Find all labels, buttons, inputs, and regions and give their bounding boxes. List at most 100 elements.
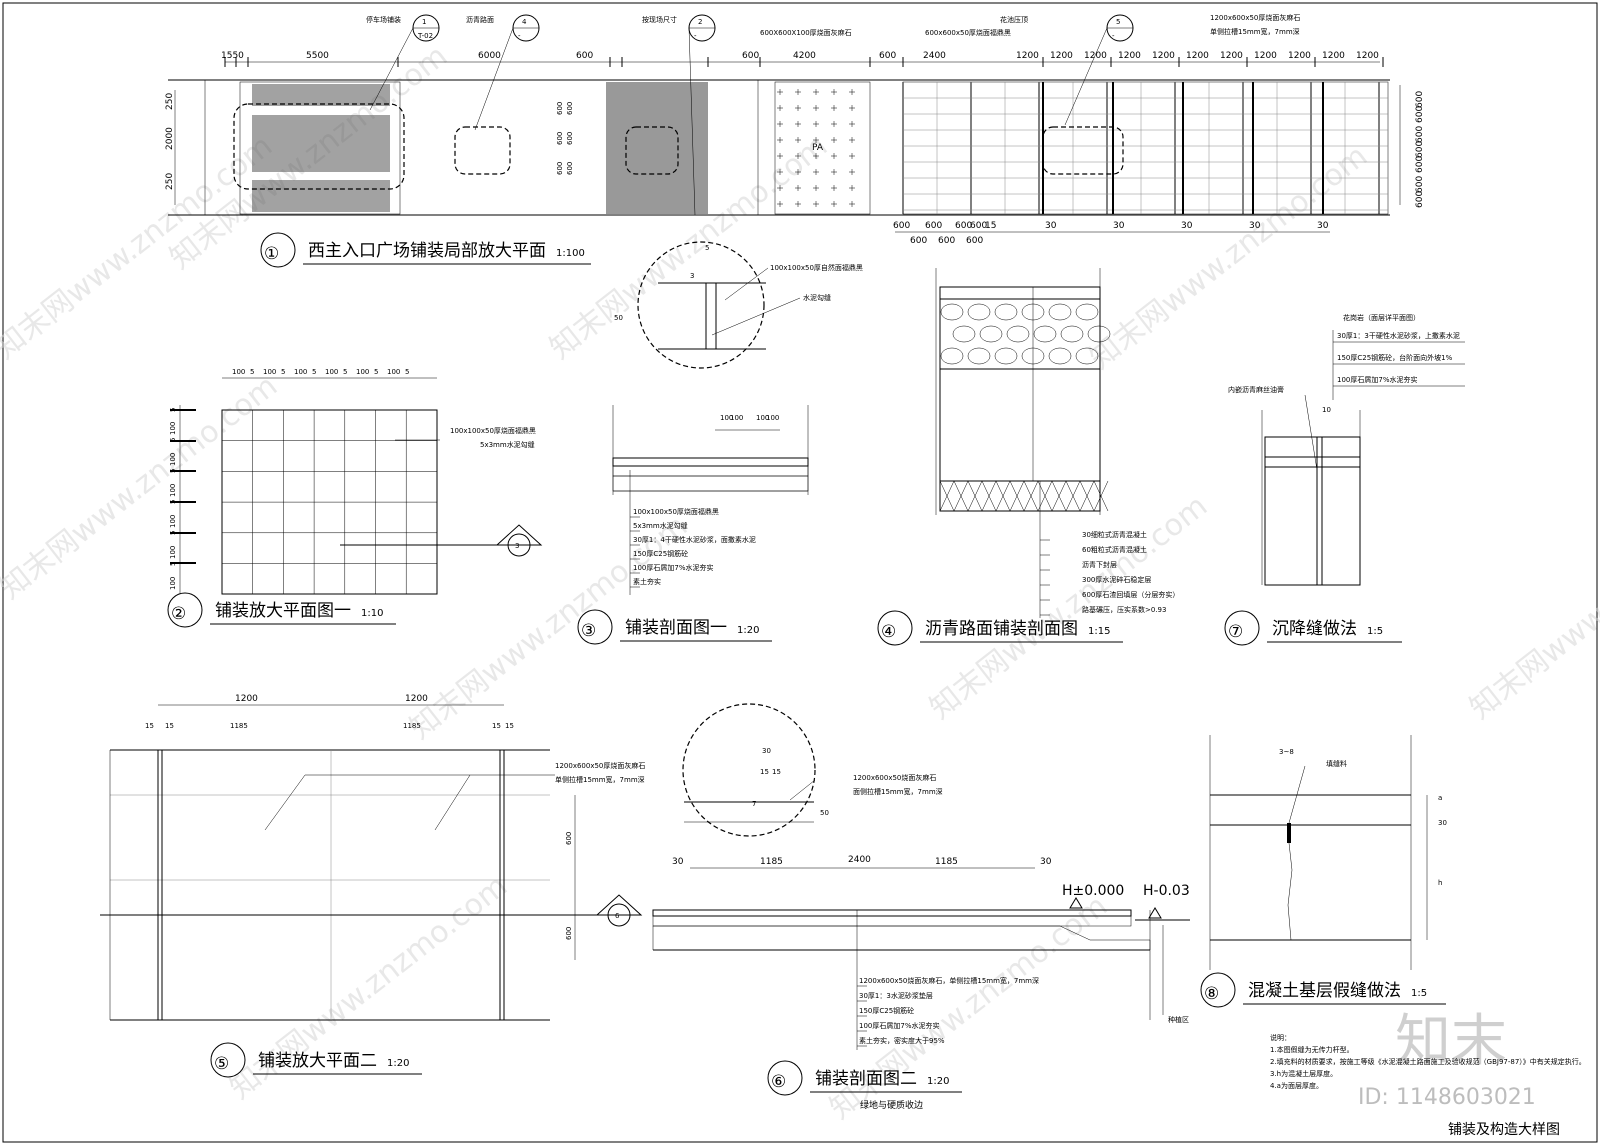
dim-label: 600 [1415, 126, 1425, 143]
dim-label: 2400 [848, 855, 871, 865]
layer-label: 100厚石屑加7%水泥夯实 [859, 1021, 939, 1030]
view-number: ① [264, 244, 279, 264]
dim-label: 6000 [478, 51, 501, 61]
callout-ref: 5 [1116, 18, 1120, 26]
dim-label: 600 [742, 51, 759, 61]
dim-label: 100 [169, 484, 177, 497]
section-ref: 6 [615, 912, 620, 920]
dim-label: 30 [1249, 221, 1261, 231]
layer-label: 100x100x50厚烧面福鼎黑 [633, 507, 719, 516]
dim-label: 1185 [760, 857, 783, 867]
dim-label: 5 [312, 368, 316, 376]
zoom-note: 面侧拉槽15mm宽，7mm深 [853, 787, 943, 796]
watermark-text: 知末网www.znzmo.com [0, 368, 284, 606]
dim-label: 100 [766, 414, 779, 422]
dim-label: 1200 [235, 694, 258, 704]
view-scale: 1:20 [927, 1076, 949, 1087]
note-line: 3.h为混凝土层厚度。 [1270, 1069, 1337, 1078]
section-ref: 3 [515, 542, 519, 550]
layer-label: 150厚C25钢筋砼 [633, 549, 688, 558]
elevation-mark: H-0.03 [1143, 883, 1190, 899]
dim-label: 600 [966, 236, 983, 246]
dim-label: 30 [1045, 221, 1057, 231]
dim-label: 100 [169, 546, 177, 559]
dim-label: 100 [356, 368, 369, 376]
dim-label: 100 [720, 414, 733, 422]
notes-title: 说明： [1270, 1033, 1291, 1042]
dim-label: 30 [672, 857, 684, 867]
joint-note: 5x3mm水泥勾缝 [480, 440, 535, 449]
view-number: ② [171, 604, 186, 624]
layer-label: 5x3mm水泥勾缝 [633, 521, 688, 530]
note-line: 2.填充料的材质要求，按施工等级《水泥混凝土路面施工及验收规范（GBJ97-87… [1270, 1057, 1586, 1066]
material-note: 单侧拉槽15mm宽，7mm深 [1210, 27, 1300, 36]
layer-label: 300厚水泥碎石稳定层 [1082, 575, 1151, 584]
watermark-text: 知末网www.znzmo.com [923, 488, 1214, 726]
dim-label: 600 [1415, 91, 1425, 108]
dim-label: 1185 [403, 722, 421, 730]
view-title-text: 铺装剖面图二 [815, 1069, 917, 1089]
dim: 10 [1322, 406, 1331, 414]
elevation-mark: H±0.000 [1062, 883, 1124, 899]
dim-label: 5 [374, 368, 378, 376]
callout-ref: - [1112, 32, 1115, 40]
callout-ref: - [518, 32, 521, 40]
znzmo-logo: 知末 [1395, 1009, 1507, 1074]
dim-label: 5 [250, 368, 254, 376]
dim-label: 100 [169, 577, 177, 590]
filler-note: 填缝料 [1326, 759, 1347, 768]
dim-label: 100 [169, 453, 177, 466]
view-number: ④ [881, 622, 896, 642]
dim-label: 600 [910, 236, 927, 246]
dim-label: 600 [556, 132, 564, 145]
material-note: 1200x600x50厚烧面灰麻石 [1210, 13, 1300, 22]
green-label: 种植区 [1168, 1015, 1189, 1024]
dim-label: 1200 [1220, 51, 1243, 61]
dim-label: 1200 [1016, 51, 1039, 61]
dim-label: 15 [492, 722, 501, 730]
callout-label: 花池压顶 [1000, 15, 1028, 24]
dim-label: 1200 [1356, 51, 1379, 61]
dim-label: 600 [879, 51, 896, 61]
dim-label: 100 [325, 368, 338, 376]
material-note: 600x600x50厚烧面福鼎黑 [925, 28, 1011, 37]
sheet-title: 铺装及构造大样图 [1448, 1122, 1560, 1138]
dim-label: 600 [925, 221, 942, 231]
dim-h: h [1438, 879, 1442, 887]
dim-label: 15 [145, 722, 154, 730]
view-title-text: 沉降缝做法 [1272, 619, 1357, 639]
layer-label: 30细粒式沥青混凝土 [1082, 530, 1147, 539]
dim-label: 600 [970, 221, 987, 231]
layer-label: 素土夯实 [633, 577, 661, 586]
dim-label: 100 [730, 414, 743, 422]
dim-label: 5 [281, 368, 285, 376]
dim-label: 15 [505, 722, 514, 730]
view-title-text: 混凝土基层假缝做法 [1248, 981, 1401, 1001]
callout-label: 停车场铺装 [366, 15, 401, 24]
dim-label: 100 [756, 414, 769, 422]
layer-label: 100厚石屑加7%水泥夯实 [1337, 375, 1417, 384]
view-scale: 1:20 [737, 625, 759, 636]
view-number: ⑦ [1228, 622, 1243, 642]
dim: 15 [772, 768, 781, 776]
dim-label: 600 [566, 132, 574, 145]
dim-label: 1200 [1050, 51, 1073, 61]
layer-label: 60粗粒式沥青混凝土 [1082, 545, 1147, 554]
dim: 3~8 [1279, 748, 1294, 756]
callout-ref: - [694, 32, 697, 40]
view-scale: 1:10 [361, 608, 383, 619]
dim-label: 250 [165, 173, 175, 190]
view-title-text: 铺装放大平面二 [258, 1051, 377, 1071]
dim-label: 5500 [306, 51, 329, 61]
dim-label: 600 [556, 162, 564, 175]
dim: 5 [705, 244, 709, 252]
dim-label: 600 [893, 221, 910, 231]
dim-label: 2400 [923, 51, 946, 61]
